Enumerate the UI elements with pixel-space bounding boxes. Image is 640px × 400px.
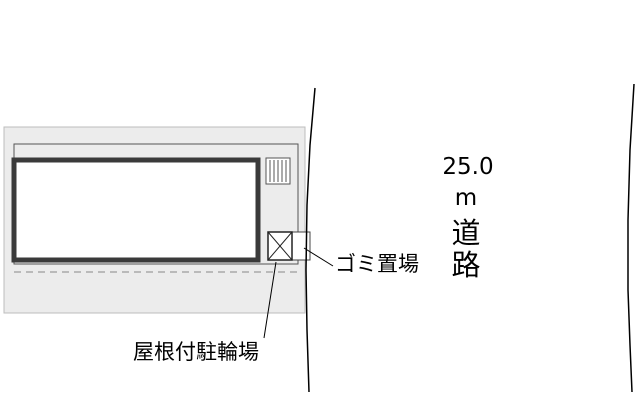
road-width-unit: m (455, 185, 477, 211)
garbage-leader-line (303, 247, 334, 267)
building (11, 157, 261, 263)
stairs-icon (265, 157, 291, 185)
road-width-value: 25.0 (442, 154, 493, 180)
road-label-char-2: 路 (451, 248, 480, 282)
road-label-char-1: 道 (451, 216, 480, 250)
garbage-area-label: ゴミ置場 (335, 252, 419, 276)
covered-bike-parking-label: 屋根付駐輪場 (133, 340, 259, 364)
garbage-area-icon (267, 231, 311, 261)
road-edge-right (627, 83, 635, 393)
road-edge-left (305, 87, 316, 393)
bike-parking-leader-line (263, 261, 277, 339)
